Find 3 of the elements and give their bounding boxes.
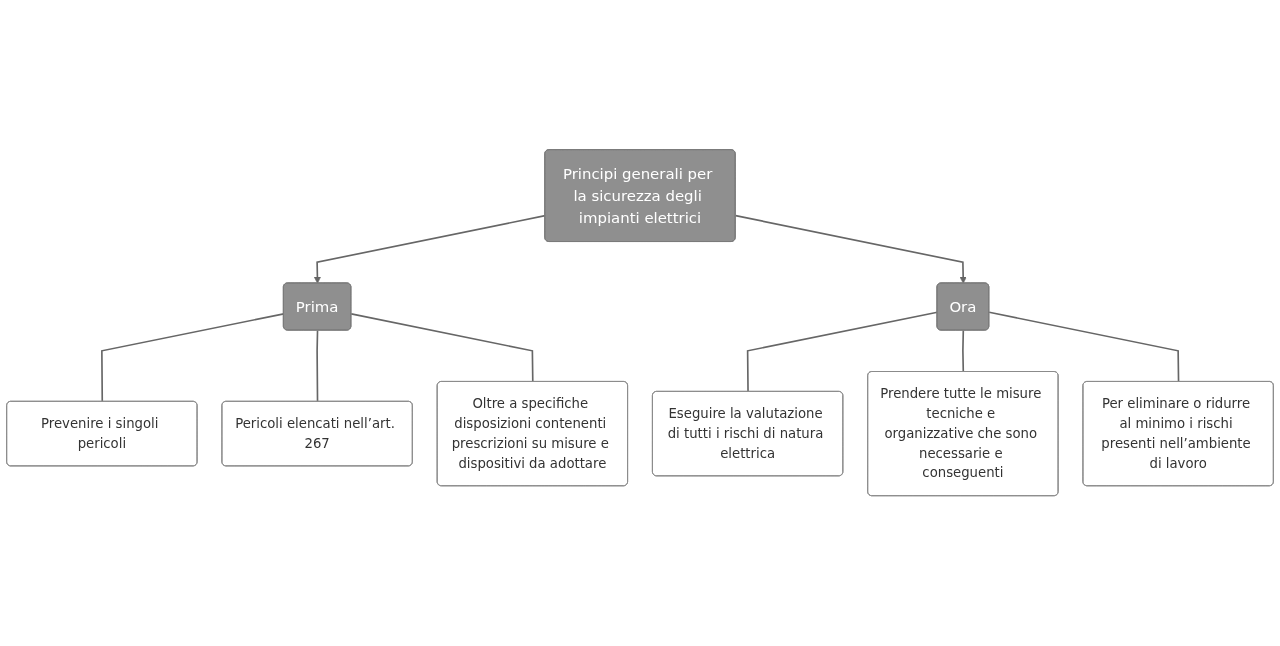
- connector: [101, 313, 285, 403]
- connector: [316, 330, 319, 403]
- arrow: [734, 215, 967, 284]
